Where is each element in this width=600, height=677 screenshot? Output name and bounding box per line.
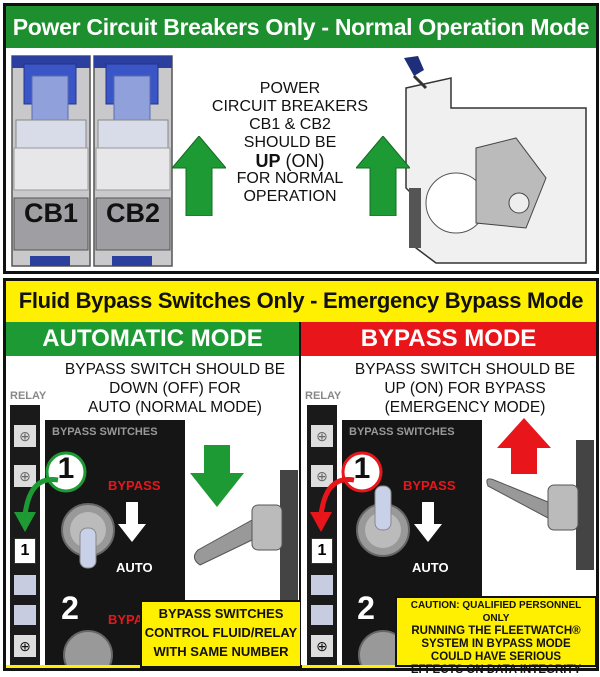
instruction-line: CIRCUIT BREAKERS — [211, 98, 369, 115]
instruction-line: DOWN (OFF) FOR — [109, 380, 241, 397]
bypass-mode-header: BYPASS MODE — [301, 322, 596, 356]
svg-text:⊕: ⊕ — [19, 638, 31, 654]
breaker-side-view — [404, 56, 587, 264]
caution-box: CAUTION: QUALIFIED PERSONNEL ONLY RUNNIN… — [395, 596, 597, 676]
breaker-instruction: POWER CIRCUIT BREAKERS CB1 & CB2 SHOULD … — [200, 80, 380, 206]
auto-label: AUTO — [412, 560, 449, 575]
instruction-line: OPERATION — [243, 188, 337, 205]
bypass-switches-label: BYPASS SWITCHES — [349, 426, 455, 438]
toggle-switch-2[interactable] — [58, 625, 118, 665]
instruction-emphasis-suffix: (ON) — [280, 151, 325, 171]
switch-number-2: 2 — [357, 590, 375, 626]
up-arrow-icon — [497, 418, 551, 474]
breaker-label-cb1: CB1 — [23, 198, 78, 228]
relay-label: RELAY — [10, 390, 47, 402]
automatic-instruction: BYPASS SWITCH SHOULD BE DOWN (OFF) FOR A… — [50, 360, 300, 417]
relay-number-box: 1 — [14, 538, 36, 564]
top-section-title: Power Circuit Breakers Only - Normal Ope… — [6, 6, 596, 48]
toggle-switch-1-up[interactable] — [353, 478, 413, 558]
up-arrow-icon — [356, 136, 410, 216]
switch-number-2: 2 — [61, 590, 79, 626]
relay-number: 1 — [20, 542, 30, 559]
relay-strip: ⊕ ⊕ ⊕ — [10, 405, 40, 665]
bypass-label: BYPASS — [403, 478, 456, 493]
up-arrow-icon — [172, 136, 226, 216]
bypass-label: BYPASS — [108, 478, 161, 493]
toggle-switch-1-down[interactable] — [58, 500, 118, 580]
relay-number: 1 — [317, 542, 327, 559]
breaker-label-cb2: CB2 — [105, 198, 160, 228]
bypass-switches-label: BYPASS SWITCHES — [52, 426, 158, 438]
note-line: WITH SAME NUMBER — [153, 644, 289, 659]
svg-text:⊕: ⊕ — [19, 468, 31, 484]
note-line: BYPASS SWITCHES — [158, 606, 284, 621]
switch-number-1: 1 — [353, 452, 371, 485]
bottom-section-title: Fluid Bypass Switches Only - Emergency B… — [18, 288, 584, 313]
instruction-line: (EMERGENCY MODE) — [384, 399, 546, 416]
breaker-cb2-graphic — [93, 55, 173, 267]
instruction-emphasis: UP — [255, 151, 281, 171]
relay-strip: ⊕ ⊕ ⊕ — [307, 405, 337, 665]
instruction-line: POWER — [259, 80, 321, 97]
instruction-line: BYPASS SWITCH SHOULD BE — [354, 361, 576, 378]
caution-line: COULD HAVE SERIOUS — [430, 651, 562, 663]
automatic-mode-header: AUTOMATIC MODE — [6, 322, 299, 356]
svg-text:⊕: ⊕ — [316, 468, 328, 484]
curved-arrow-icon — [14, 476, 59, 532]
instruction-line: FOR NORMAL — [236, 170, 344, 187]
caution-line: SYSTEM IN BYPASS MODE — [421, 638, 571, 650]
instruction-line: CB1 & CB2 — [249, 116, 331, 133]
instruction-emphasis-line: UP (ON) — [200, 152, 380, 170]
toggle-side-view-down — [194, 470, 298, 600]
bypass-label-2: BYPA — [108, 612, 144, 627]
down-arrow-icon — [118, 502, 146, 542]
down-arrow-icon — [190, 445, 244, 507]
curved-arrow-icon — [310, 476, 355, 532]
instruction-line: AUTO (NORMAL MODE) — [88, 399, 262, 416]
relay-number-box: 1 — [311, 538, 333, 564]
instruction-line: SHOULD BE — [243, 134, 337, 151]
caution-line: CAUTION: QUALIFIED PERSONNEL ONLY — [410, 600, 582, 624]
instruction-line: BYPASS SWITCH SHOULD BE — [64, 361, 286, 378]
relay-label: RELAY — [305, 390, 342, 402]
down-arrow-icon — [414, 502, 442, 542]
switch-number-1: 1 — [57, 452, 75, 485]
breaker-illustration — [11, 55, 587, 267]
bypass-instruction: BYPASS SWITCH SHOULD BE UP (ON) FOR BYPA… — [340, 360, 590, 417]
breaker-cb1-graphic — [11, 55, 91, 267]
svg-text:⊕: ⊕ — [316, 428, 328, 444]
auto-label: AUTO — [116, 560, 153, 575]
note-box: BYPASS SWITCHES CONTROL FLUID/RELAY WITH… — [140, 600, 302, 668]
caution-line: RUNNING THE FLEETWATCH® — [411, 625, 581, 637]
instruction-line: UP (ON) FOR BYPASS — [384, 380, 546, 397]
svg-text:⊕: ⊕ — [19, 428, 31, 444]
svg-text:⊕: ⊕ — [316, 638, 328, 654]
toggle-side-view-up — [486, 440, 594, 570]
note-line: CONTROL FLUID/RELAY — [144, 625, 298, 640]
